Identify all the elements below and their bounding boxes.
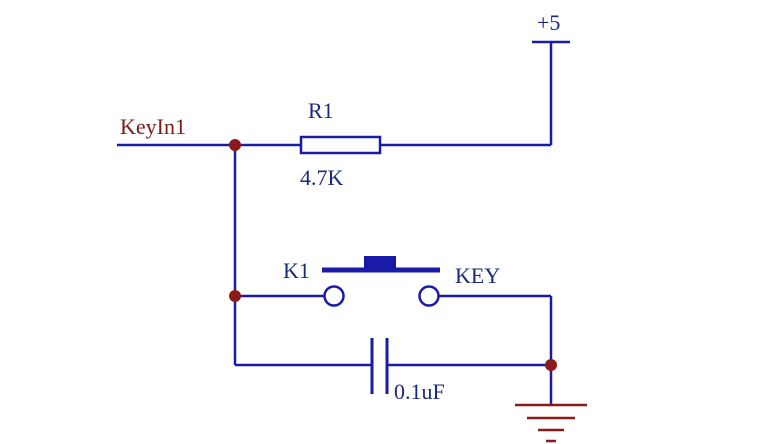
switch-button-cap bbox=[364, 256, 396, 268]
junction-top bbox=[229, 139, 241, 151]
switch-k1 bbox=[322, 256, 440, 307]
capacitor bbox=[370, 338, 389, 394]
switch-ref: K1 bbox=[283, 258, 310, 283]
switch-contact-left bbox=[323, 285, 345, 307]
capacitor-value: 0.1uF bbox=[394, 379, 445, 404]
resistor-value: 4.7K bbox=[300, 165, 344, 190]
resistor-ref: R1 bbox=[308, 98, 334, 123]
junctions bbox=[229, 139, 557, 371]
switch-contact-right bbox=[418, 285, 440, 307]
switch-value: KEY bbox=[455, 263, 500, 288]
junction-middle bbox=[229, 290, 241, 302]
power-label: +5 bbox=[537, 10, 560, 35]
net-label-keyin1: KeyIn1 bbox=[120, 114, 186, 139]
wires bbox=[117, 42, 553, 405]
ground-symbol bbox=[515, 403, 587, 443]
junction-bottom-right bbox=[545, 359, 557, 371]
resistor-r1-body bbox=[299, 135, 382, 155]
